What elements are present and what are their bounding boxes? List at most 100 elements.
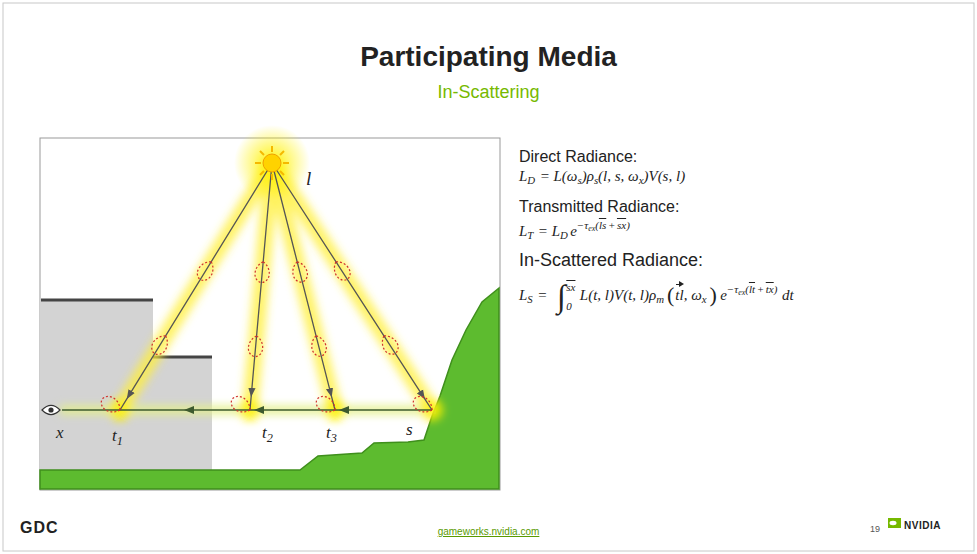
phase-lobe <box>330 258 353 283</box>
text-row: GDC <box>20 518 59 537</box>
equation-term: ex <box>588 224 595 233</box>
equation-term: ∫ <box>557 278 566 314</box>
sun <box>255 146 289 180</box>
text-row: In-Scattered Radiance: <box>519 250 703 272</box>
eye-icon <box>42 406 60 415</box>
light-ray <box>272 163 335 410</box>
equation-term: m <box>656 293 664 305</box>
phase-lobe <box>378 332 401 357</box>
equation-term: 0 <box>566 297 575 316</box>
superscript-group: −τex(lt+tx) <box>727 283 778 295</box>
logo-eye <box>890 521 897 525</box>
equation-term: tx <box>766 283 774 295</box>
text-row: LT = LDe−τex(ls+sx) <box>519 218 630 242</box>
light-ray <box>272 163 432 410</box>
equation-term: L <box>519 287 527 303</box>
phase-lobe <box>309 334 328 358</box>
logo-mark <box>888 518 901 528</box>
equation-term: S <box>527 293 532 305</box>
equation-term: )ρ <box>582 168 594 184</box>
text-row: LD= L(ωs)ρs(l, s, ωx)V(s, l) <box>519 167 685 187</box>
equation-term: (l, s, ω <box>598 168 639 184</box>
footer-url: gameworks.nvidia.com <box>438 526 540 537</box>
phase-lobes <box>98 258 435 416</box>
eye-pupil <box>48 407 53 412</box>
nvidia-logo <box>888 518 901 528</box>
equation-term: sx <box>566 278 575 297</box>
light-ray <box>120 163 272 410</box>
equation-term: ex <box>738 288 745 297</box>
equation-term: tl <box>675 283 683 303</box>
eye-point-label: x <box>56 423 64 442</box>
equation-term: T <box>527 229 533 241</box>
illustration-frame <box>40 138 500 490</box>
text-row: t2 <box>262 423 273 445</box>
page-number: 19 <box>870 524 880 534</box>
text-row: l <box>306 168 311 191</box>
equation-term: ls <box>599 219 606 231</box>
text-row: LS=∫sx0L(t, l)V(t, l)ρm(tl, ωx)e−τex(lt+… <box>519 276 794 318</box>
slide-title: Participating Media <box>0 40 977 74</box>
conference-logo: GDC <box>20 519 59 536</box>
view-ray <box>62 409 432 411</box>
roof-edge <box>41 299 153 302</box>
superscript-group: −τex(ls+sx) <box>577 219 630 231</box>
equation-term: L <box>519 168 527 184</box>
equation-term: L(t, l)V(t, l)ρ <box>580 287 656 303</box>
equation-term: + <box>757 283 764 295</box>
light-label: l <box>306 168 311 189</box>
equation-term: L <box>519 223 527 239</box>
text-row: NVIDIA <box>904 520 941 532</box>
equation-term: , ω <box>684 287 702 303</box>
brand-wordmark: NVIDIA <box>904 520 941 531</box>
equation-term: e <box>720 287 727 303</box>
text-row: Transmitted Radiance: <box>519 197 679 216</box>
text-row: t3 <box>326 423 337 445</box>
equation-term: = L(ω <box>540 168 578 184</box>
slide-border <box>3 3 974 551</box>
text-row: x <box>56 423 64 443</box>
equation-term: D <box>560 229 568 241</box>
light-ray <box>250 163 272 410</box>
phase-lobe <box>194 258 217 283</box>
equation-term: x <box>702 293 707 305</box>
terrain <box>40 288 499 489</box>
text-row: t1 <box>112 426 123 448</box>
equation-term: ) <box>774 283 778 295</box>
text-row: gameworks.nvidia.com <box>0 526 977 538</box>
light-glow <box>60 163 443 421</box>
sample-point-label: 1 <box>117 434 123 448</box>
sun-disc <box>263 154 281 172</box>
equation-heading: Transmitted Radiance: <box>519 198 679 215</box>
sun-glow <box>234 125 310 201</box>
equation-term: sx <box>617 219 626 231</box>
equation-heading: Direct Radiance: <box>519 148 637 165</box>
sample-point-label: 3 <box>331 431 337 445</box>
equation-term: −τ <box>727 283 738 295</box>
sample-point-label: t <box>326 423 331 442</box>
phase-lobe <box>290 260 309 284</box>
phase-lobe <box>313 393 338 416</box>
text-row: Direct Radiance: <box>519 147 637 166</box>
sample-point-label: 2 <box>267 431 273 445</box>
surface-point-label: s <box>406 420 413 439</box>
ray-glow <box>250 163 272 410</box>
phase-lobe <box>254 261 270 283</box>
equation-term: ( <box>595 219 599 231</box>
phase-lobe <box>248 335 264 357</box>
equation-term: ( <box>745 283 749 295</box>
equation-term: x <box>639 174 644 186</box>
equation-term: )V(s, l) <box>643 168 685 184</box>
sample-point-label: t <box>262 423 267 442</box>
ray-glow <box>272 163 432 410</box>
equation-term: e <box>570 223 577 239</box>
equation-term: D <box>527 174 535 186</box>
equation-term: = L <box>538 223 560 239</box>
ray-glow <box>120 163 272 410</box>
equation-term: −τ <box>577 219 588 231</box>
equation-term: = <box>537 287 547 303</box>
equation-term: ) <box>710 282 717 307</box>
equation-term: ( <box>667 282 674 307</box>
equation-term: lt <box>749 283 755 295</box>
eye-outline <box>42 406 60 415</box>
